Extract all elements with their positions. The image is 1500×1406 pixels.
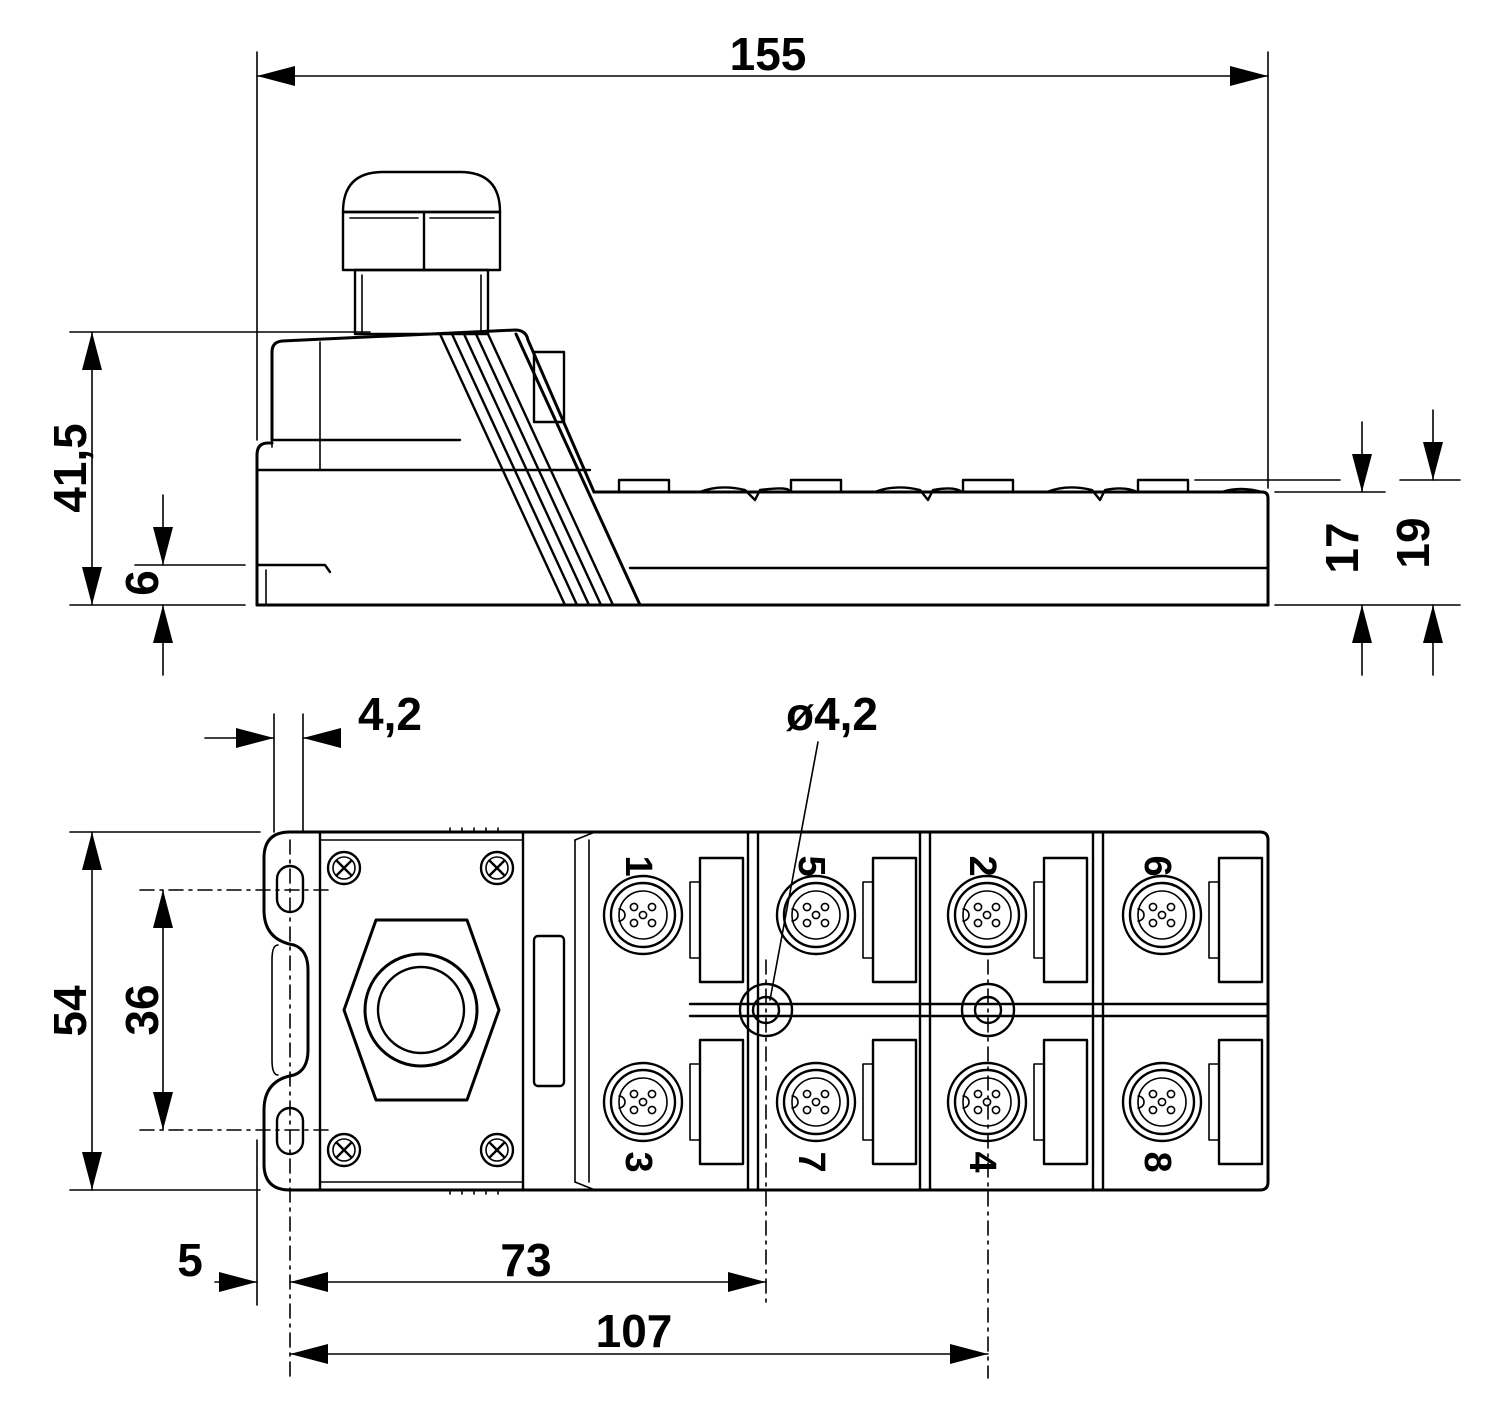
- dimension-hole-spacing: 36: [116, 889, 173, 1131]
- port-connector-3: 3: [602, 1038, 745, 1173]
- dim-19-label: 19: [1387, 517, 1439, 568]
- dimension-hole-diameter: ø4,2: [769, 688, 878, 1001]
- dimension-hole-2-position: 107: [289, 1305, 989, 1364]
- dim-54-label: 54: [44, 985, 96, 1037]
- upper-housing: [270, 328, 596, 494]
- screw-icon: [326, 850, 362, 886]
- port-connector-6: 6: [1121, 855, 1264, 984]
- dim-155-label: 155: [730, 28, 807, 80]
- port-connector-2: 2: [946, 855, 1089, 984]
- dimension-body-height-19: 19: [1387, 409, 1443, 676]
- port-label-5: 5: [790, 855, 832, 876]
- label-strip: [532, 831, 596, 1191]
- dim-4-2-label: 4,2: [358, 688, 422, 740]
- dimension-hole-1-position: 73: [289, 1234, 767, 1292]
- dim-107-label: 107: [596, 1305, 673, 1357]
- port-connector-1: 1: [602, 855, 745, 984]
- port-grid: [688, 830, 1270, 1192]
- port-label-1: 1: [617, 855, 659, 876]
- dimension-height: 41,5: [44, 331, 102, 606]
- top-outline: [262, 830, 1270, 1192]
- port-label-6: 6: [1136, 855, 1178, 876]
- screw-icon: [479, 1132, 515, 1168]
- port-label-8: 8: [1136, 1151, 1178, 1172]
- dim-36-label: 36: [116, 984, 168, 1035]
- side-view: 155 41,5 6 17: [44, 28, 1461, 676]
- top-view: 1 3 5 7 2 4 6 8: [44, 688, 1270, 1379]
- dim-5-label: 5: [177, 1234, 203, 1286]
- port-label-2: 2: [961, 855, 1003, 876]
- port-connectors: 1 3 5 7 2 4 6 8: [602, 855, 1264, 1173]
- dimension-overall-width: 54: [44, 831, 102, 1191]
- dimension-edge-offset: 5: [177, 1234, 258, 1292]
- port-connector-8: 8: [1121, 1038, 1264, 1173]
- port-label-7: 7: [790, 1151, 832, 1172]
- dim-17-label: 17: [1316, 522, 1368, 573]
- port-connector-7: 7: [775, 1038, 918, 1173]
- screw-icon: [479, 850, 515, 886]
- port-label-3: 3: [617, 1151, 659, 1172]
- dimension-slot-width: 4,2: [204, 688, 422, 748]
- dimension-base-offset: 6: [116, 494, 173, 676]
- dimension-overall-length: 155: [256, 28, 1269, 86]
- dim-41-5-label: 41,5: [44, 423, 96, 513]
- top-extension-lines: [69, 713, 331, 1191]
- screw-icon: [326, 1132, 362, 1168]
- dim-73-label: 73: [500, 1234, 551, 1286]
- port-connector-5: 5: [775, 855, 918, 984]
- side-extension-lines: [69, 51, 1461, 606]
- port-connector-4: 4: [946, 1038, 1089, 1173]
- dim-6-label: 6: [116, 570, 168, 596]
- port-label-4: 4: [961, 1151, 1003, 1172]
- dim-hole-diameter-label: ø4,2: [786, 688, 878, 740]
- center-lines: [256, 839, 989, 1379]
- gland-plate: [318, 827, 525, 1195]
- cable-gland: [341, 170, 502, 336]
- dimension-body-height-17: 17: [1316, 421, 1372, 676]
- base-body: [255, 441, 1270, 607]
